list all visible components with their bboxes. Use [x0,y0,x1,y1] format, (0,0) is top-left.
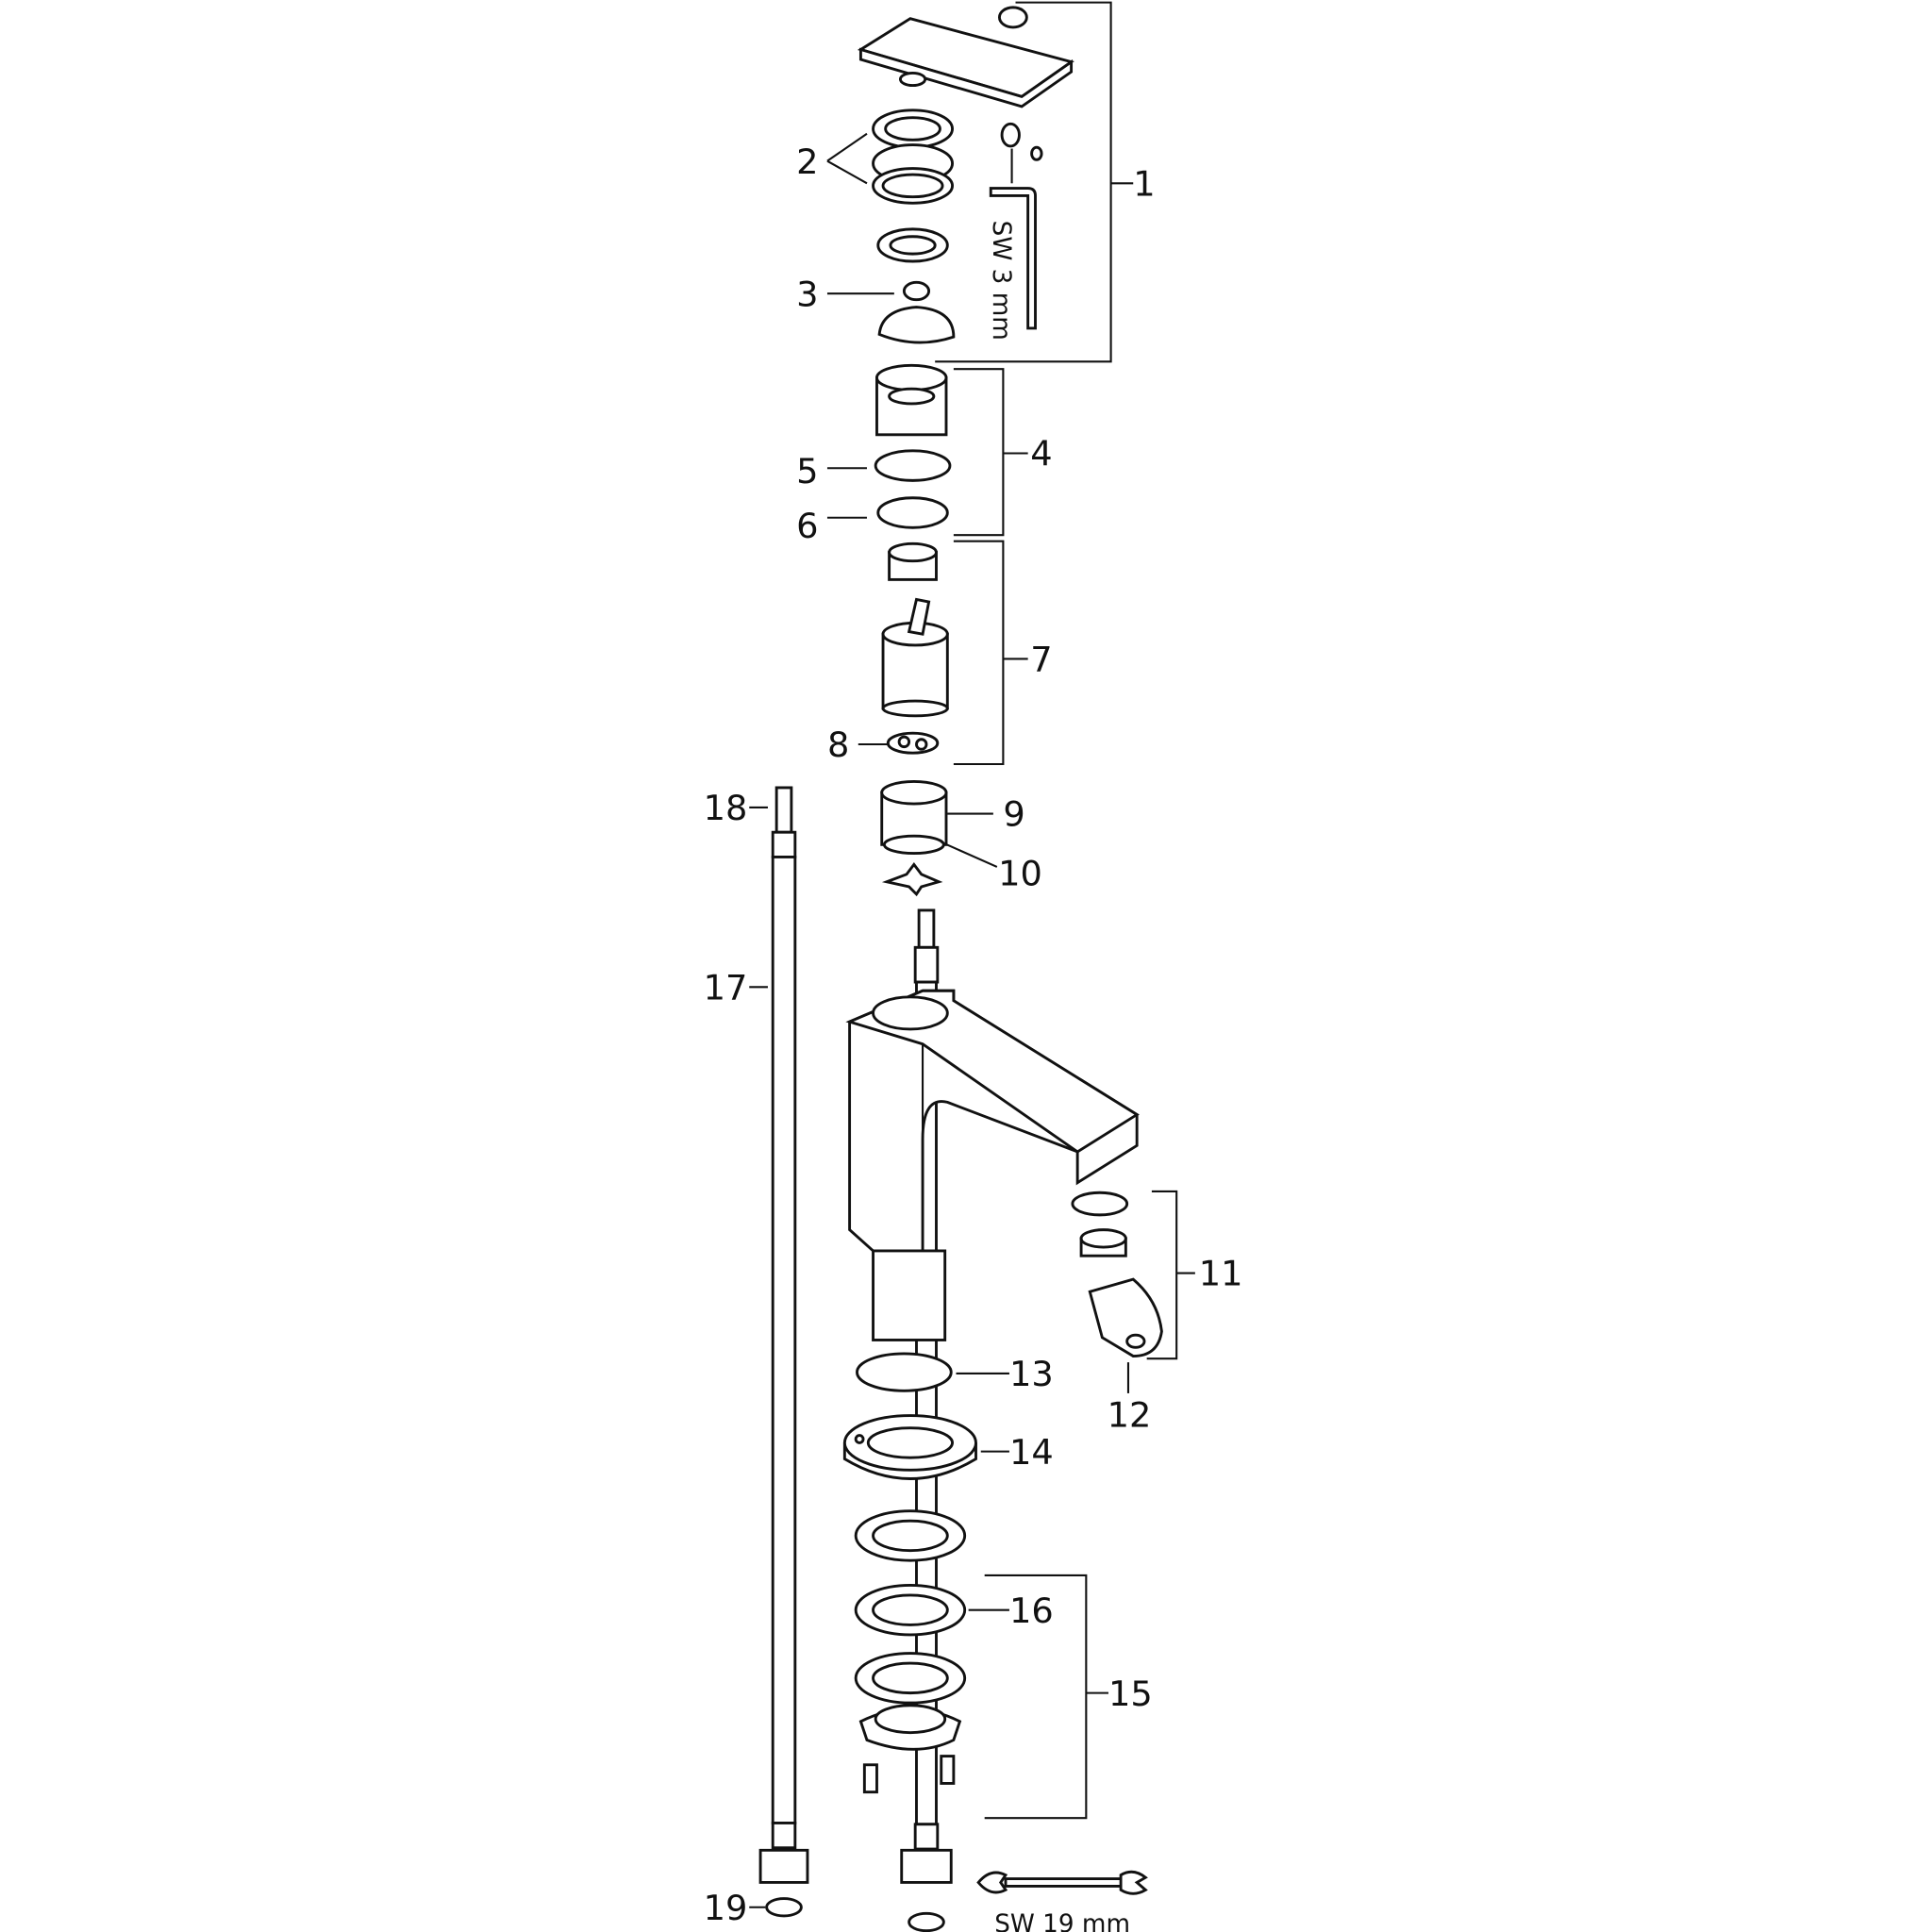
callout-12: 12 [1108,1394,1152,1435]
mounting-plate [858,1704,962,1751]
threaded-nut [875,363,948,437]
part-14-base-ring [842,1414,977,1480]
callout-8: 8 [827,724,849,765]
callout-2: 2 [796,142,818,182]
callout-4: 4 [1030,434,1052,475]
part-2-rings [872,108,955,205]
wrench-icon [976,1870,1148,1895]
set-screw [1000,122,1021,148]
aerator-seal [1071,1191,1129,1217]
part-9-valve [880,779,948,855]
faucet-body [845,989,1140,1341]
bracket-11 [1146,1190,1195,1360]
callout-9: 9 [1003,794,1024,835]
bracket-1 [935,1,1134,363]
hex-key-icon [989,187,1037,330]
callout-16: 16 [1009,1591,1054,1631]
part-8-seals [886,731,940,755]
aerator [1079,1228,1127,1257]
part-13-oring [856,1352,953,1392]
callout-18: 18 [704,788,748,828]
clip-ring [998,6,1028,29]
part-5-oring [874,449,952,482]
part-16-washers [854,1509,967,1705]
aerator-housing [1088,1277,1163,1357]
callout-13: 13 [1009,1354,1054,1394]
bracket-15 [984,1574,1108,1820]
part-3-oring [902,280,931,302]
plug [1030,145,1043,161]
bracket-7 [953,540,1028,766]
wrench-label: SW 19 mm [994,1910,1130,1932]
cover-cap [877,306,956,344]
callout-15: 15 [1108,1674,1153,1714]
supply-hose-left [758,786,809,1884]
callout-19: 19 [704,1888,748,1928]
callout-14: 14 [1009,1432,1054,1473]
callout-6: 6 [796,506,818,546]
lever-plate [857,17,1074,108]
callout-3: 3 [796,274,818,314]
callout-7: 7 [1030,640,1052,680]
hex-key-label: SW 3 mm [987,221,1015,341]
part-19-seal [765,1897,803,1918]
bracket-4 [953,368,1028,537]
part-10-clip [881,861,943,897]
callout-1: 1 [1133,163,1155,204]
callout-11: 11 [1199,1254,1243,1294]
part-6-oring [876,496,949,529]
screw-left [862,1763,878,1794]
cartridge [881,597,949,718]
callout-17: 17 [704,967,748,1008]
callout-5: 5 [796,451,818,491]
cartridge-adapter [888,541,938,581]
callout-10: 10 [998,854,1042,894]
screw-right [940,1755,956,1785]
